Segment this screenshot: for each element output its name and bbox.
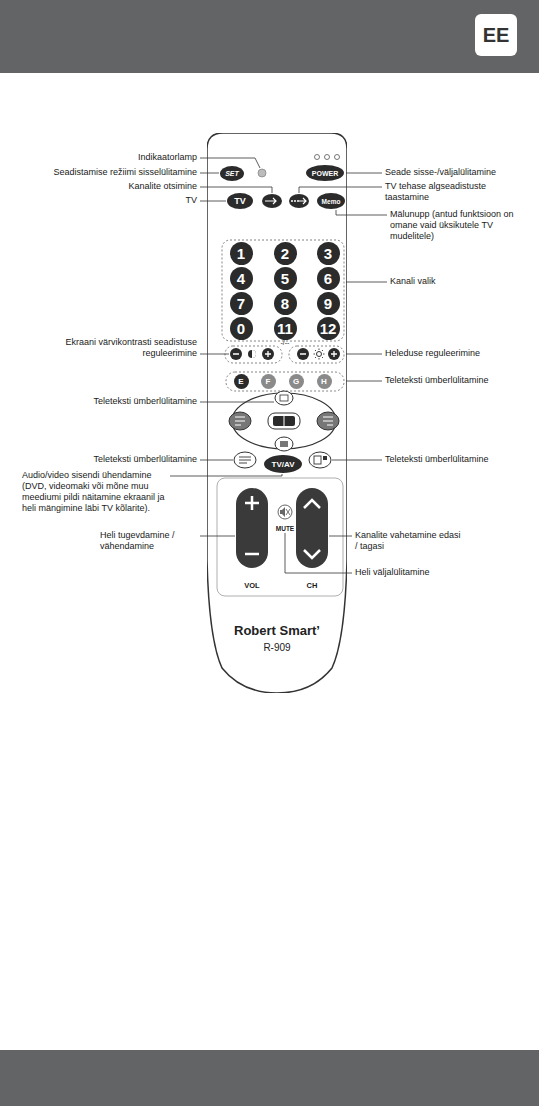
callout-label: Teleteksti ümberlülitamine: [7, 396, 197, 407]
button-legend: VOL: [232, 580, 272, 591]
remote-button: F: [261, 374, 276, 389]
remote-button: 2: [274, 242, 297, 265]
callout-label: TV tehase algseadistuste taastamine: [385, 181, 515, 203]
button-label: 2: [281, 245, 289, 262]
remote-button: E: [234, 374, 249, 389]
callout-label: Teleteksti ümberlülitamine: [385, 454, 535, 465]
callout-label: Teleteksti ümberlülitamine: [7, 454, 197, 465]
remote-button: 7: [230, 292, 253, 315]
callout-label: Seadistamise režiimi sisselülitamine: [7, 167, 197, 178]
remote-button: 5: [274, 267, 297, 290]
remote-button: H: [317, 374, 332, 389]
brand-name: Robert Smart’: [207, 623, 347, 638]
callout-label: Indikaatorlamp: [7, 152, 197, 163]
callout-label: TV: [7, 195, 197, 206]
language-badge: EE: [476, 23, 516, 47]
callout-label: Heli väljalülitamine: [355, 567, 505, 578]
callout-label: Kanalite otsimine: [7, 181, 197, 192]
callout-label: Kanali valik: [390, 276, 530, 287]
button-legend: CH: [292, 580, 332, 591]
button-label: 7: [237, 295, 245, 312]
button-legend: -/--: [270, 337, 300, 348]
button-label: TV: [234, 196, 246, 206]
remote-button: 6: [317, 267, 340, 290]
button-label: 6: [324, 270, 332, 287]
remote-button: Memo: [317, 193, 345, 209]
remote-button: 4: [230, 267, 253, 290]
button-label: SET: [225, 170, 239, 177]
callout-label: Ekraani värvikontrasti seadistuse regule…: [47, 337, 197, 359]
remote-control: Robert Smart’R-909SETPOWERTVMemo12345678…: [207, 133, 347, 693]
button-label: POWER: [312, 170, 338, 177]
button-label: 4: [237, 270, 245, 287]
button-label: 0: [237, 320, 245, 337]
callout-label: Heleduse reguleerimine: [385, 348, 535, 359]
remote-button: 12: [317, 317, 340, 340]
button-label: F: [266, 377, 271, 386]
callout-label: Kanalite vahetamine edasi / tagasi: [355, 530, 465, 552]
button-label: 11: [277, 320, 293, 337]
remote-button: 3: [317, 242, 340, 265]
remote-button: 0: [230, 317, 253, 340]
button-label: H: [321, 377, 327, 386]
remote-button: 8: [274, 292, 297, 315]
button-label: E: [238, 377, 243, 386]
callout-label: Mälunupp (antud funktsioon on omane vaid…: [390, 209, 535, 242]
remote-body: [207, 133, 347, 693]
button-label: G: [293, 377, 299, 386]
button-label: 5: [281, 270, 289, 287]
button-label: 9: [324, 295, 332, 312]
callout-label: Heli tugevdamine / vähendamine: [100, 530, 197, 552]
remote-button: G: [289, 374, 304, 389]
button-label: 8: [281, 295, 289, 312]
button-legend: MUTE: [265, 523, 305, 534]
remote-button: POWER: [306, 165, 344, 181]
remote-button: 11: [274, 317, 297, 340]
remote-button: SET: [220, 166, 244, 181]
model-number: R-909: [207, 642, 347, 653]
button-label: Memo: [322, 198, 341, 205]
callout-label: Seade sisse-/väljalülitamine: [385, 167, 535, 178]
remote-button: 1: [230, 242, 253, 265]
button-label: 1: [237, 245, 245, 262]
callout-label: Teleteksti ümberlülitamine: [385, 375, 535, 386]
callout-label: Audio/video sisendi ühendamine (DVD, vid…: [22, 470, 172, 514]
button-label: TV/AV: [272, 460, 295, 469]
button-label: 12: [320, 320, 337, 337]
button-label: 3: [324, 245, 332, 262]
remote-button: TV: [227, 193, 253, 209]
remote-button: 9: [317, 292, 340, 315]
remote-button: TV/AV: [264, 455, 302, 473]
